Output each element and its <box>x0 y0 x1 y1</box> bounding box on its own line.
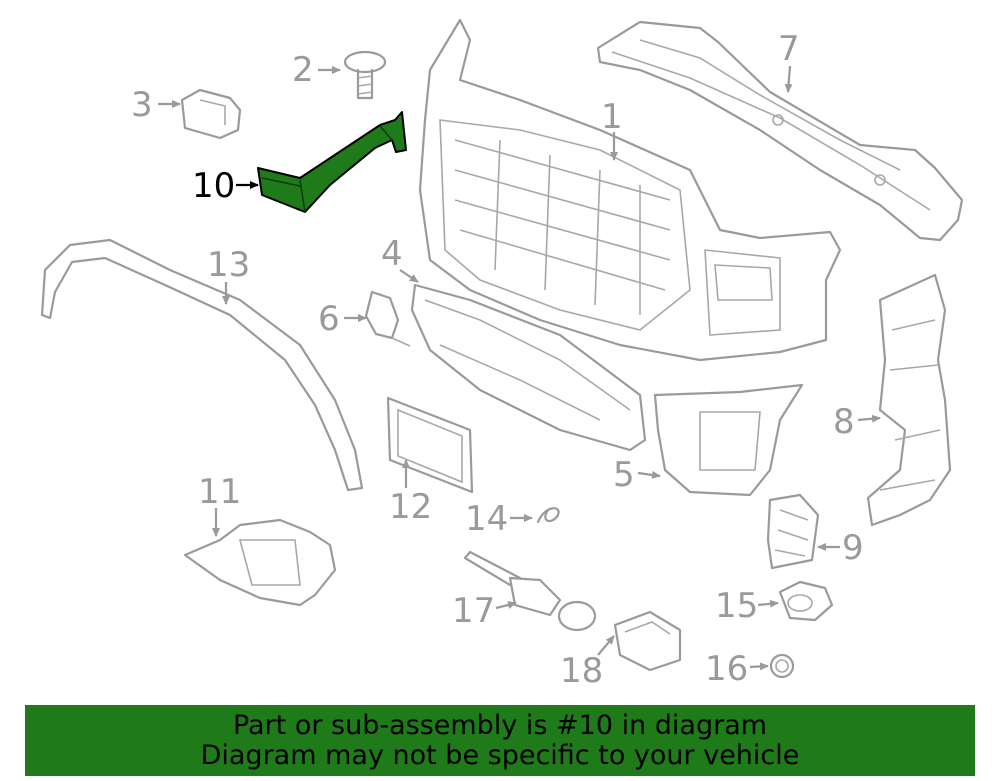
callout-4: 4 <box>381 234 403 274</box>
part-13-wheel-arch <box>40 238 364 492</box>
part-3-clip <box>180 88 242 140</box>
callout-14: 14 <box>465 499 508 539</box>
callout-13: 13 <box>207 245 250 285</box>
part-5-corner-trim <box>653 383 804 497</box>
callout-15: 15 <box>715 586 758 626</box>
callout-labels: 1 2 3 4 5 6 7 8 9 10 11 12 13 14 15 16 1… <box>131 29 864 691</box>
part-9-small-bracket <box>766 493 820 570</box>
banner-line-2: Diagram may not be specific to your vehi… <box>200 740 800 771</box>
part-16-grommet <box>769 653 795 679</box>
callout-17: 17 <box>452 591 495 631</box>
callout-8: 8 <box>833 402 855 442</box>
part-1-grille <box>418 18 842 362</box>
part-11-bezel <box>183 518 337 607</box>
info-banner: Part or sub-assembly is #10 in diagram D… <box>25 705 975 776</box>
part-18-connector <box>613 610 682 672</box>
part-8-side-bracket <box>866 273 952 527</box>
part-4-lower-trim <box>410 283 647 452</box>
part-7-support-bracket <box>596 20 964 242</box>
part-14-clip <box>536 507 560 524</box>
part-6-cap <box>364 290 411 347</box>
callout-1: 1 <box>601 97 623 137</box>
part-15-parking-sensor <box>778 580 834 622</box>
callout-11: 11 <box>198 472 241 512</box>
callout-6: 6 <box>318 299 340 339</box>
callout-7: 7 <box>778 29 800 69</box>
part-17-sensor <box>463 550 597 632</box>
banner-line-1: Part or sub-assembly is #10 in diagram <box>232 710 768 741</box>
callout-16: 16 <box>705 649 748 689</box>
callout-2: 2 <box>292 50 314 90</box>
callout-5: 5 <box>613 455 635 495</box>
part-12-plate-bracket <box>386 396 474 494</box>
callout-18: 18 <box>560 651 603 691</box>
callout-12: 12 <box>389 487 432 527</box>
part-10-air-duct <box>257 111 407 213</box>
callout-10: 10 <box>192 166 235 206</box>
callout-3: 3 <box>131 85 153 125</box>
part-2-screw <box>343 50 387 100</box>
leader-lines <box>158 65 881 671</box>
callout-9: 9 <box>842 528 864 568</box>
